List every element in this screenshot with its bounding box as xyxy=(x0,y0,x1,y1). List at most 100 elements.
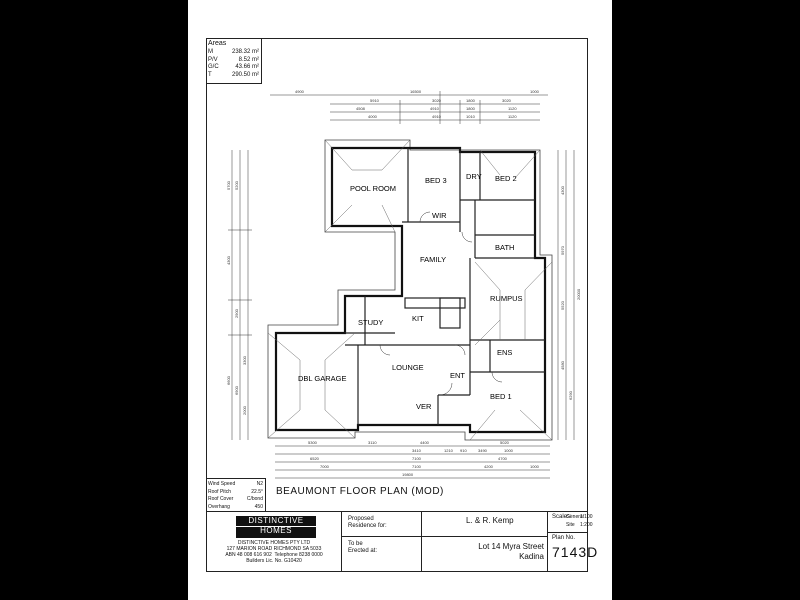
dim: 5300 xyxy=(308,440,318,445)
left-dimensions: 5700 5200 4300 2900 6600 3300 6900 2000 xyxy=(226,180,247,415)
dim: 4508 xyxy=(356,106,366,111)
room-label-lounge: LOUNGE xyxy=(392,363,424,372)
dim: 1210 xyxy=(444,448,454,453)
svg-text:5520: 5520 xyxy=(560,300,565,310)
dim: 1120 xyxy=(508,114,517,119)
svg-text:2900: 2900 xyxy=(234,308,239,318)
proposed-label: Proposed Residence for: xyxy=(348,516,387,529)
dim: 4700 xyxy=(498,456,508,461)
external-walls xyxy=(274,146,547,434)
left-dimension-lines xyxy=(228,150,252,440)
dim-top-1000: 1000 xyxy=(530,89,540,94)
scales-label: Scales: xyxy=(552,514,572,520)
svg-text:6900: 6900 xyxy=(234,385,239,395)
dim: 7000 xyxy=(320,464,330,469)
room-label-family: FAMILY xyxy=(420,255,446,264)
dim: 7100 xyxy=(412,464,422,469)
plan-title: BEAUMONT FLOOR PLAN (MOD) xyxy=(276,486,444,497)
dim: 1000 xyxy=(504,448,514,453)
room-label-dbl-garage: DBL GARAGE xyxy=(298,374,347,383)
scale-general-value: 1:100 xyxy=(580,514,593,520)
internal-walls xyxy=(345,148,545,425)
client-name: L. & R. Kemp xyxy=(466,516,514,525)
dim: 910 xyxy=(460,448,467,453)
plan-no-label: Plan No. xyxy=(552,535,576,541)
dim: 3020 xyxy=(502,98,512,103)
roof-hip-lines xyxy=(267,139,553,441)
dim: 4910 xyxy=(430,106,440,111)
plan-number: 7143D xyxy=(552,544,599,560)
company-cell xyxy=(206,511,342,572)
dim: 6520 xyxy=(310,456,320,461)
room-label-wir: WIR xyxy=(432,211,447,220)
values-cell xyxy=(422,511,548,572)
site-address: Lot 14 Myra Street Kadina xyxy=(478,542,544,561)
labels-cell xyxy=(342,511,422,572)
svg-text:5700: 5700 xyxy=(226,180,231,190)
room-label-bed-3: BED 3 xyxy=(425,176,447,185)
right-dimensions: 4300 5970 5520 20000 4580 6290 xyxy=(560,185,581,400)
top-dimension-lines xyxy=(270,91,548,124)
scale-general-label: General xyxy=(566,514,584,520)
room-label-bath: BATH xyxy=(495,243,514,252)
dim: 7100 xyxy=(412,456,422,461)
dim: 3020 xyxy=(432,98,442,103)
svg-text:5200: 5200 xyxy=(234,180,239,190)
door-swings xyxy=(379,211,503,396)
room-label-pool-room: POOL ROOM xyxy=(350,184,396,193)
svg-text:20000: 20000 xyxy=(576,288,581,300)
dim-top-overall: 16500 xyxy=(410,89,422,94)
room-label-ver: VER xyxy=(416,402,432,411)
dim: 1800 xyxy=(466,106,476,111)
svg-text:4580: 4580 xyxy=(560,360,565,370)
row-divider xyxy=(342,536,548,537)
dim: 5020 xyxy=(500,440,510,445)
room-label-kit: KIT xyxy=(412,314,424,323)
dim-top-4900: 4900 xyxy=(295,89,305,94)
company-details: DISTINCTIVE HOMES PTY LTD 127 MARION ROA… xyxy=(225,540,323,564)
scale-site-label: Site xyxy=(566,522,575,528)
dim: 1000 xyxy=(530,464,540,469)
svg-text:4300: 4300 xyxy=(560,185,565,195)
dim: 1120 xyxy=(508,106,517,111)
room-label-bed-1: BED 1 xyxy=(490,392,512,401)
dim: 3410 xyxy=(412,448,422,453)
dim: 3110 xyxy=(368,440,377,445)
dim: 4910 xyxy=(432,114,442,119)
company-logo: DISTINCTIVE HOMES xyxy=(236,516,316,538)
title-block-divider xyxy=(206,511,588,512)
dim-bottom-overall: 19800 xyxy=(402,472,414,477)
right-dimension-lines xyxy=(557,150,575,440)
dim: 1010 xyxy=(466,114,476,119)
room-label-dry: DRY xyxy=(466,172,482,181)
room-label-bed-2: BED 2 xyxy=(495,174,517,183)
room-label-ent: ENT xyxy=(450,371,465,380)
erected-at-label: To be Erected at: xyxy=(348,541,378,554)
dim: 4200 xyxy=(484,464,494,469)
room-label-rumpus: RUMPUS xyxy=(490,294,523,303)
room-label-study: STUDY xyxy=(358,318,383,327)
dim: 3490 xyxy=(478,448,488,453)
svg-text:5970: 5970 xyxy=(560,245,565,255)
svg-text:2000: 2000 xyxy=(242,405,247,415)
dim: 1800 xyxy=(466,98,476,103)
dim: 4400 xyxy=(420,440,430,445)
svg-text:3300: 3300 xyxy=(242,355,247,365)
scales-divider xyxy=(548,532,588,533)
svg-text:6290: 6290 xyxy=(568,390,573,400)
dim: 4000 xyxy=(368,114,378,119)
drawing-border xyxy=(206,38,588,572)
room-label-ens: ENS xyxy=(497,348,512,357)
dim: 5910 xyxy=(370,98,380,103)
bottom-dimension-lines xyxy=(275,445,550,479)
